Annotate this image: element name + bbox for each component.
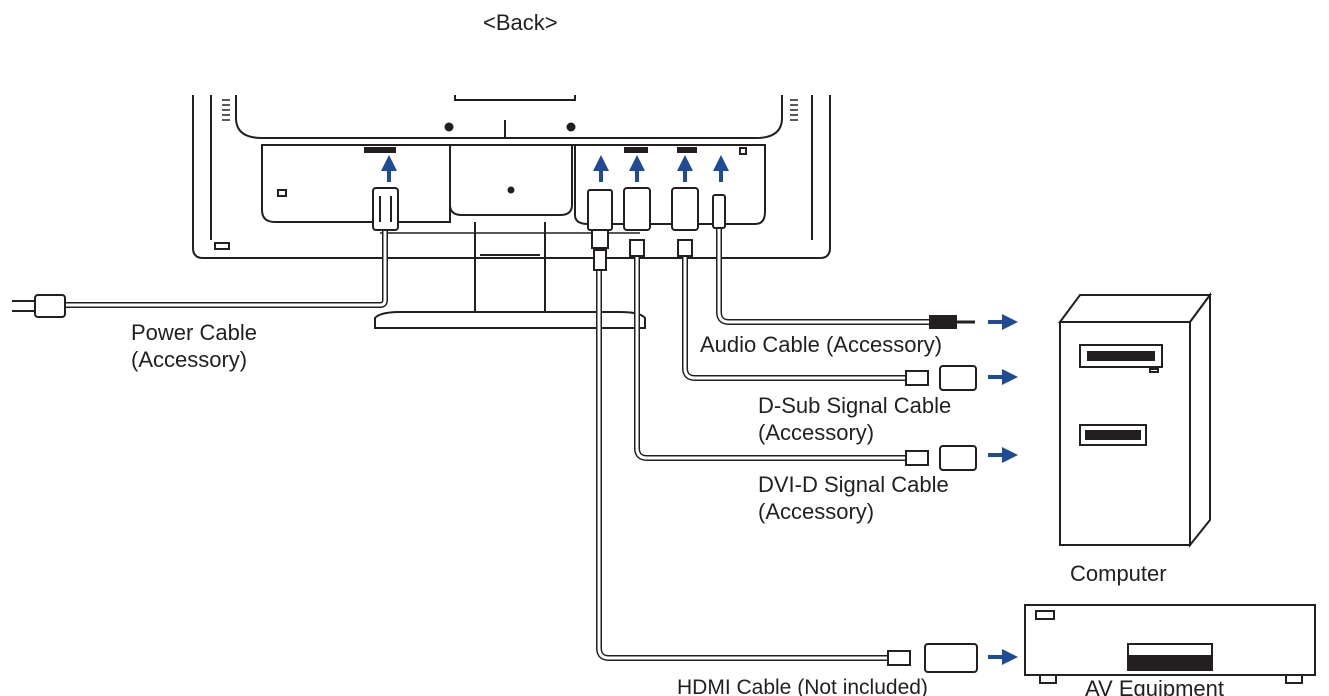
- computer-tower-icon: [1058, 291, 1212, 548]
- connectors-end: [12, 294, 978, 673]
- dvid-cable-note: (Accessory): [758, 499, 875, 524]
- hdmi-cable-label: HDMI Cable (Not included): [677, 676, 928, 696]
- power-cable-note: (Accessory): [131, 347, 248, 372]
- arrow-right-icon: [988, 314, 1018, 665]
- power-cable-label: Power Cable: [131, 320, 257, 345]
- dsub-cable-label: D-Sub Signal Cable: [758, 393, 952, 418]
- av-equipment-label: AV Equipment: [1085, 676, 1225, 696]
- connectors-monitor: [372, 187, 726, 271]
- dvid-cable-label: DVI-D Signal Cable: [758, 472, 949, 497]
- arrow-up-icon: [381, 155, 729, 182]
- back-heading: <Back>: [483, 10, 558, 35]
- computer-label: Computer: [1070, 561, 1167, 586]
- audio-cable-label: Audio Cable (Accessory): [700, 332, 943, 357]
- dsub-cable-note: (Accessory): [758, 420, 875, 445]
- monitor-back: [192, 95, 831, 329]
- av-equipment-icon: [1024, 604, 1316, 684]
